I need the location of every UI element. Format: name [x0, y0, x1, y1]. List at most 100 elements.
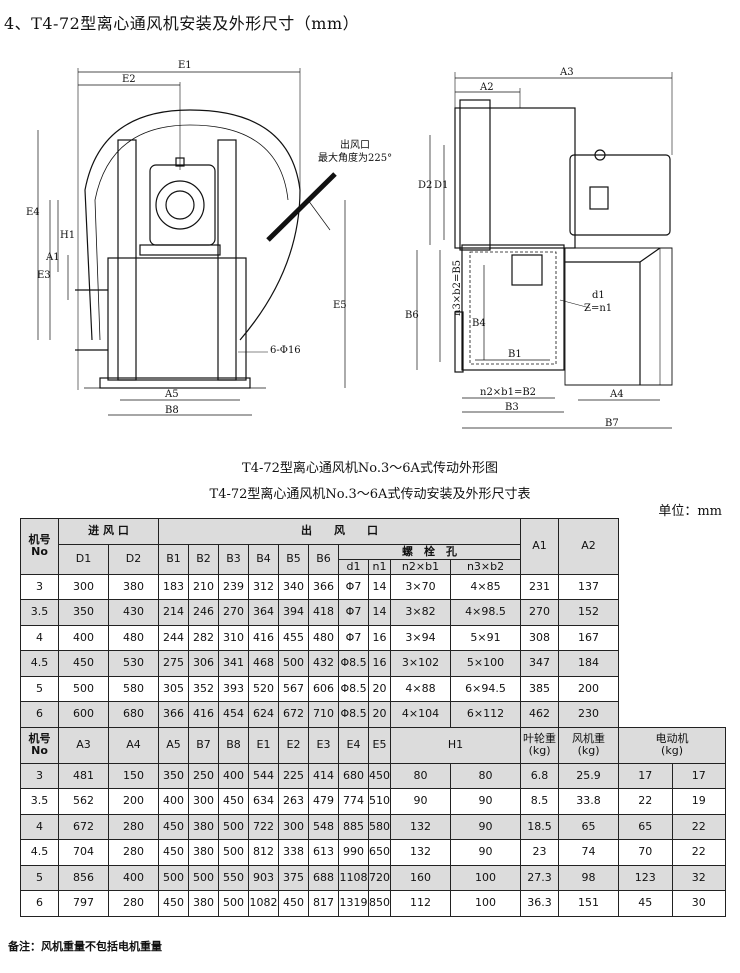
- table-cell: 680: [107, 701, 160, 728]
- table-cell: 1319: [338, 890, 370, 917]
- table-cell: 19: [671, 788, 727, 815]
- table-cell: 310: [218, 624, 250, 651]
- table-cell: 710: [308, 701, 340, 728]
- right-pedestal: [217, 139, 237, 381]
- header-B1: B1: [158, 543, 190, 575]
- table-cell: 250: [188, 762, 220, 789]
- table-cell: 5×100: [450, 650, 522, 677]
- table-cell: 418: [308, 599, 340, 626]
- label-B4: B4: [472, 318, 486, 329]
- table-cell: 366: [158, 701, 190, 728]
- motor-body: [149, 164, 216, 246]
- table-cell: 4×85: [450, 573, 522, 600]
- table-cell: 338: [278, 839, 310, 866]
- table-cell: 450: [58, 650, 109, 677]
- table-cell: 480: [107, 624, 160, 651]
- header-n3b2: n3×b2: [450, 558, 522, 575]
- table-cell: 722: [248, 813, 280, 840]
- table-cell: 720: [368, 864, 392, 891]
- label-A3: A3: [559, 67, 574, 78]
- table-cell: 151: [558, 890, 620, 917]
- table-cell: 613: [308, 839, 340, 866]
- table-cell: 22: [618, 788, 673, 815]
- table2-header-cell: 电动机 (kg): [618, 726, 726, 764]
- table-cell: 312: [248, 573, 280, 600]
- label-E2: E2: [122, 74, 136, 85]
- table-cell: 300: [188, 788, 220, 815]
- dimension-table: 机号 No 进 风 口 出 风 口 A1 A2 D1 D2 B1 B2 B3 B…: [20, 518, 727, 917]
- table-cell: 903: [248, 864, 280, 891]
- table-cell: 150: [107, 762, 160, 789]
- table-cell: 22: [671, 813, 727, 840]
- table-cell: 550: [218, 864, 250, 891]
- table-cell: 36.3: [520, 890, 560, 917]
- table-cell: 17: [671, 762, 727, 789]
- table-cell: 624: [248, 701, 280, 728]
- table-cell: 3×70: [390, 573, 452, 600]
- label-B3: B3: [505, 402, 519, 413]
- table-cell: 385: [520, 675, 560, 702]
- label-A4: A4: [609, 389, 624, 400]
- table-cell: 32: [671, 864, 727, 891]
- label-n3b2: n3×b2=B5: [452, 260, 463, 316]
- table-cell: 500: [188, 864, 220, 891]
- header-B6: B6: [308, 543, 340, 575]
- table-cell: 350: [58, 599, 109, 626]
- table-cell: 393: [218, 675, 250, 702]
- table-cell: 3.5: [20, 788, 59, 815]
- table-cell: 414: [308, 762, 340, 789]
- label-A1: A1: [45, 252, 60, 263]
- table-cell: 4: [20, 813, 59, 840]
- label-B8: B8: [165, 405, 179, 416]
- table-cell: Φ7: [338, 624, 370, 651]
- table-cell: 80: [390, 762, 452, 789]
- table2-header-cell: B8: [218, 726, 250, 764]
- table-cell: 200: [107, 788, 160, 815]
- label-H1: H1: [60, 230, 75, 241]
- table-cell: 17: [618, 762, 673, 789]
- table2-header-cell: A3: [58, 726, 109, 764]
- table-cell: 672: [278, 701, 310, 728]
- table-cell: 98: [558, 864, 620, 891]
- table-cell: 352: [188, 675, 220, 702]
- table-cell: 100: [450, 890, 522, 917]
- table-cell: 650: [368, 839, 392, 866]
- table-cell: 263: [278, 788, 310, 815]
- table-cell: 394: [278, 599, 310, 626]
- table-cell: 3×94: [390, 624, 452, 651]
- table2-header-cell: E2: [278, 726, 310, 764]
- table-cell: 430: [107, 599, 160, 626]
- table-cell: 500: [218, 890, 250, 917]
- header-n2b1: n2×b1: [390, 558, 452, 575]
- header-D2: D2: [107, 543, 160, 575]
- table-cell: 3×82: [390, 599, 452, 626]
- table-cell: 230: [558, 701, 620, 728]
- table-cell: 231: [520, 573, 560, 600]
- table-cell: 580: [368, 813, 392, 840]
- table-cell: 400: [107, 864, 160, 891]
- table-cell: 500: [158, 864, 190, 891]
- header-D1: D1: [58, 543, 109, 575]
- header-B3: B3: [218, 543, 250, 575]
- table-cell: 137: [558, 573, 620, 600]
- table-cell: 455: [278, 624, 310, 651]
- table-cell: 500: [218, 839, 250, 866]
- header-B5: B5: [278, 543, 310, 575]
- table-cell: 275: [158, 650, 190, 677]
- table-cell: 450: [278, 890, 310, 917]
- table-cell: 20: [368, 675, 392, 702]
- table-cell: 885: [338, 813, 370, 840]
- table-cell: 270: [218, 599, 250, 626]
- header-d1: d1: [338, 558, 370, 575]
- table-cell: 704: [58, 839, 109, 866]
- table-cell: 462: [520, 701, 560, 728]
- table-cell: 184: [558, 650, 620, 677]
- table-cell: 300: [278, 813, 310, 840]
